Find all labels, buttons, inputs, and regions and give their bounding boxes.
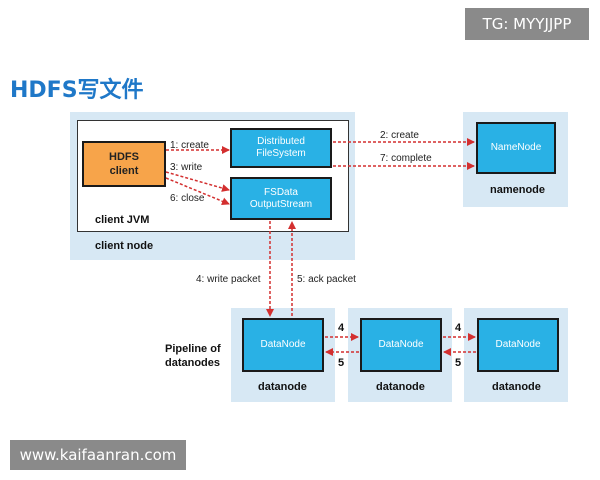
datanode-box-3: DataNode	[477, 318, 559, 372]
namenode-box-label: NameNode	[490, 142, 542, 153]
fsdata-line1: FSData	[264, 186, 298, 198]
fsdata-outputstream-box: FSData OutputStream	[230, 177, 332, 220]
datanode-label-1: datanode	[258, 381, 307, 393]
namenode-box: NameNode	[476, 122, 556, 174]
datanode-label-3: datanode	[492, 381, 541, 393]
distributed-filesystem-box: Distributed FileSystem	[230, 128, 332, 168]
step-create: 1: create	[170, 140, 209, 151]
step-fwd-1: 4	[338, 322, 345, 334]
watermark-top: TG: MYYJJPP	[465, 8, 589, 40]
datanode-box-3-label: DataNode	[495, 339, 541, 350]
step-ack-2: 5	[455, 357, 462, 369]
step-write: 3: write	[170, 162, 203, 173]
fsdata-line2: OutputStream	[249, 198, 313, 210]
hdfs-client-line2: client	[109, 165, 139, 177]
arrow-write	[165, 171, 230, 192]
namenode-label: namenode	[490, 184, 546, 196]
step-close: 6: close	[170, 193, 205, 204]
datanode-box-1-label: DataNode	[260, 339, 306, 350]
page-title: HDFS写文件	[10, 78, 144, 103]
step-ack-packet: 5: ack packet	[297, 274, 356, 285]
step-fwd-2: 4	[455, 322, 462, 334]
dfs-line2: FileSystem	[256, 148, 306, 159]
hdfs-client-box: HDFS client	[82, 141, 166, 187]
datanode-box-2-label: DataNode	[378, 339, 424, 350]
step-complete: 7: complete	[380, 153, 432, 164]
dfs-line1: Distributed	[257, 136, 305, 147]
datanode-label-2: datanode	[376, 381, 425, 393]
datanode-box-1: DataNode	[242, 318, 324, 372]
datanode-box-2: DataNode	[360, 318, 442, 372]
watermark-bottom: www.kaifaanran.com	[10, 440, 186, 470]
arrow-close	[165, 177, 230, 206]
step-ack-1: 5	[338, 357, 345, 369]
client-jvm-label: client JVM	[95, 214, 150, 226]
hdfs-client-line1: HDFS	[109, 151, 139, 163]
step-rpc-create: 2: create	[380, 130, 419, 141]
pipeline-label-line1: Pipeline of	[165, 343, 221, 355]
client-node-label: client node	[95, 240, 154, 252]
pipeline-label-line2: datanodes	[165, 357, 221, 369]
step-write-packet: 4: write packet	[196, 274, 261, 285]
